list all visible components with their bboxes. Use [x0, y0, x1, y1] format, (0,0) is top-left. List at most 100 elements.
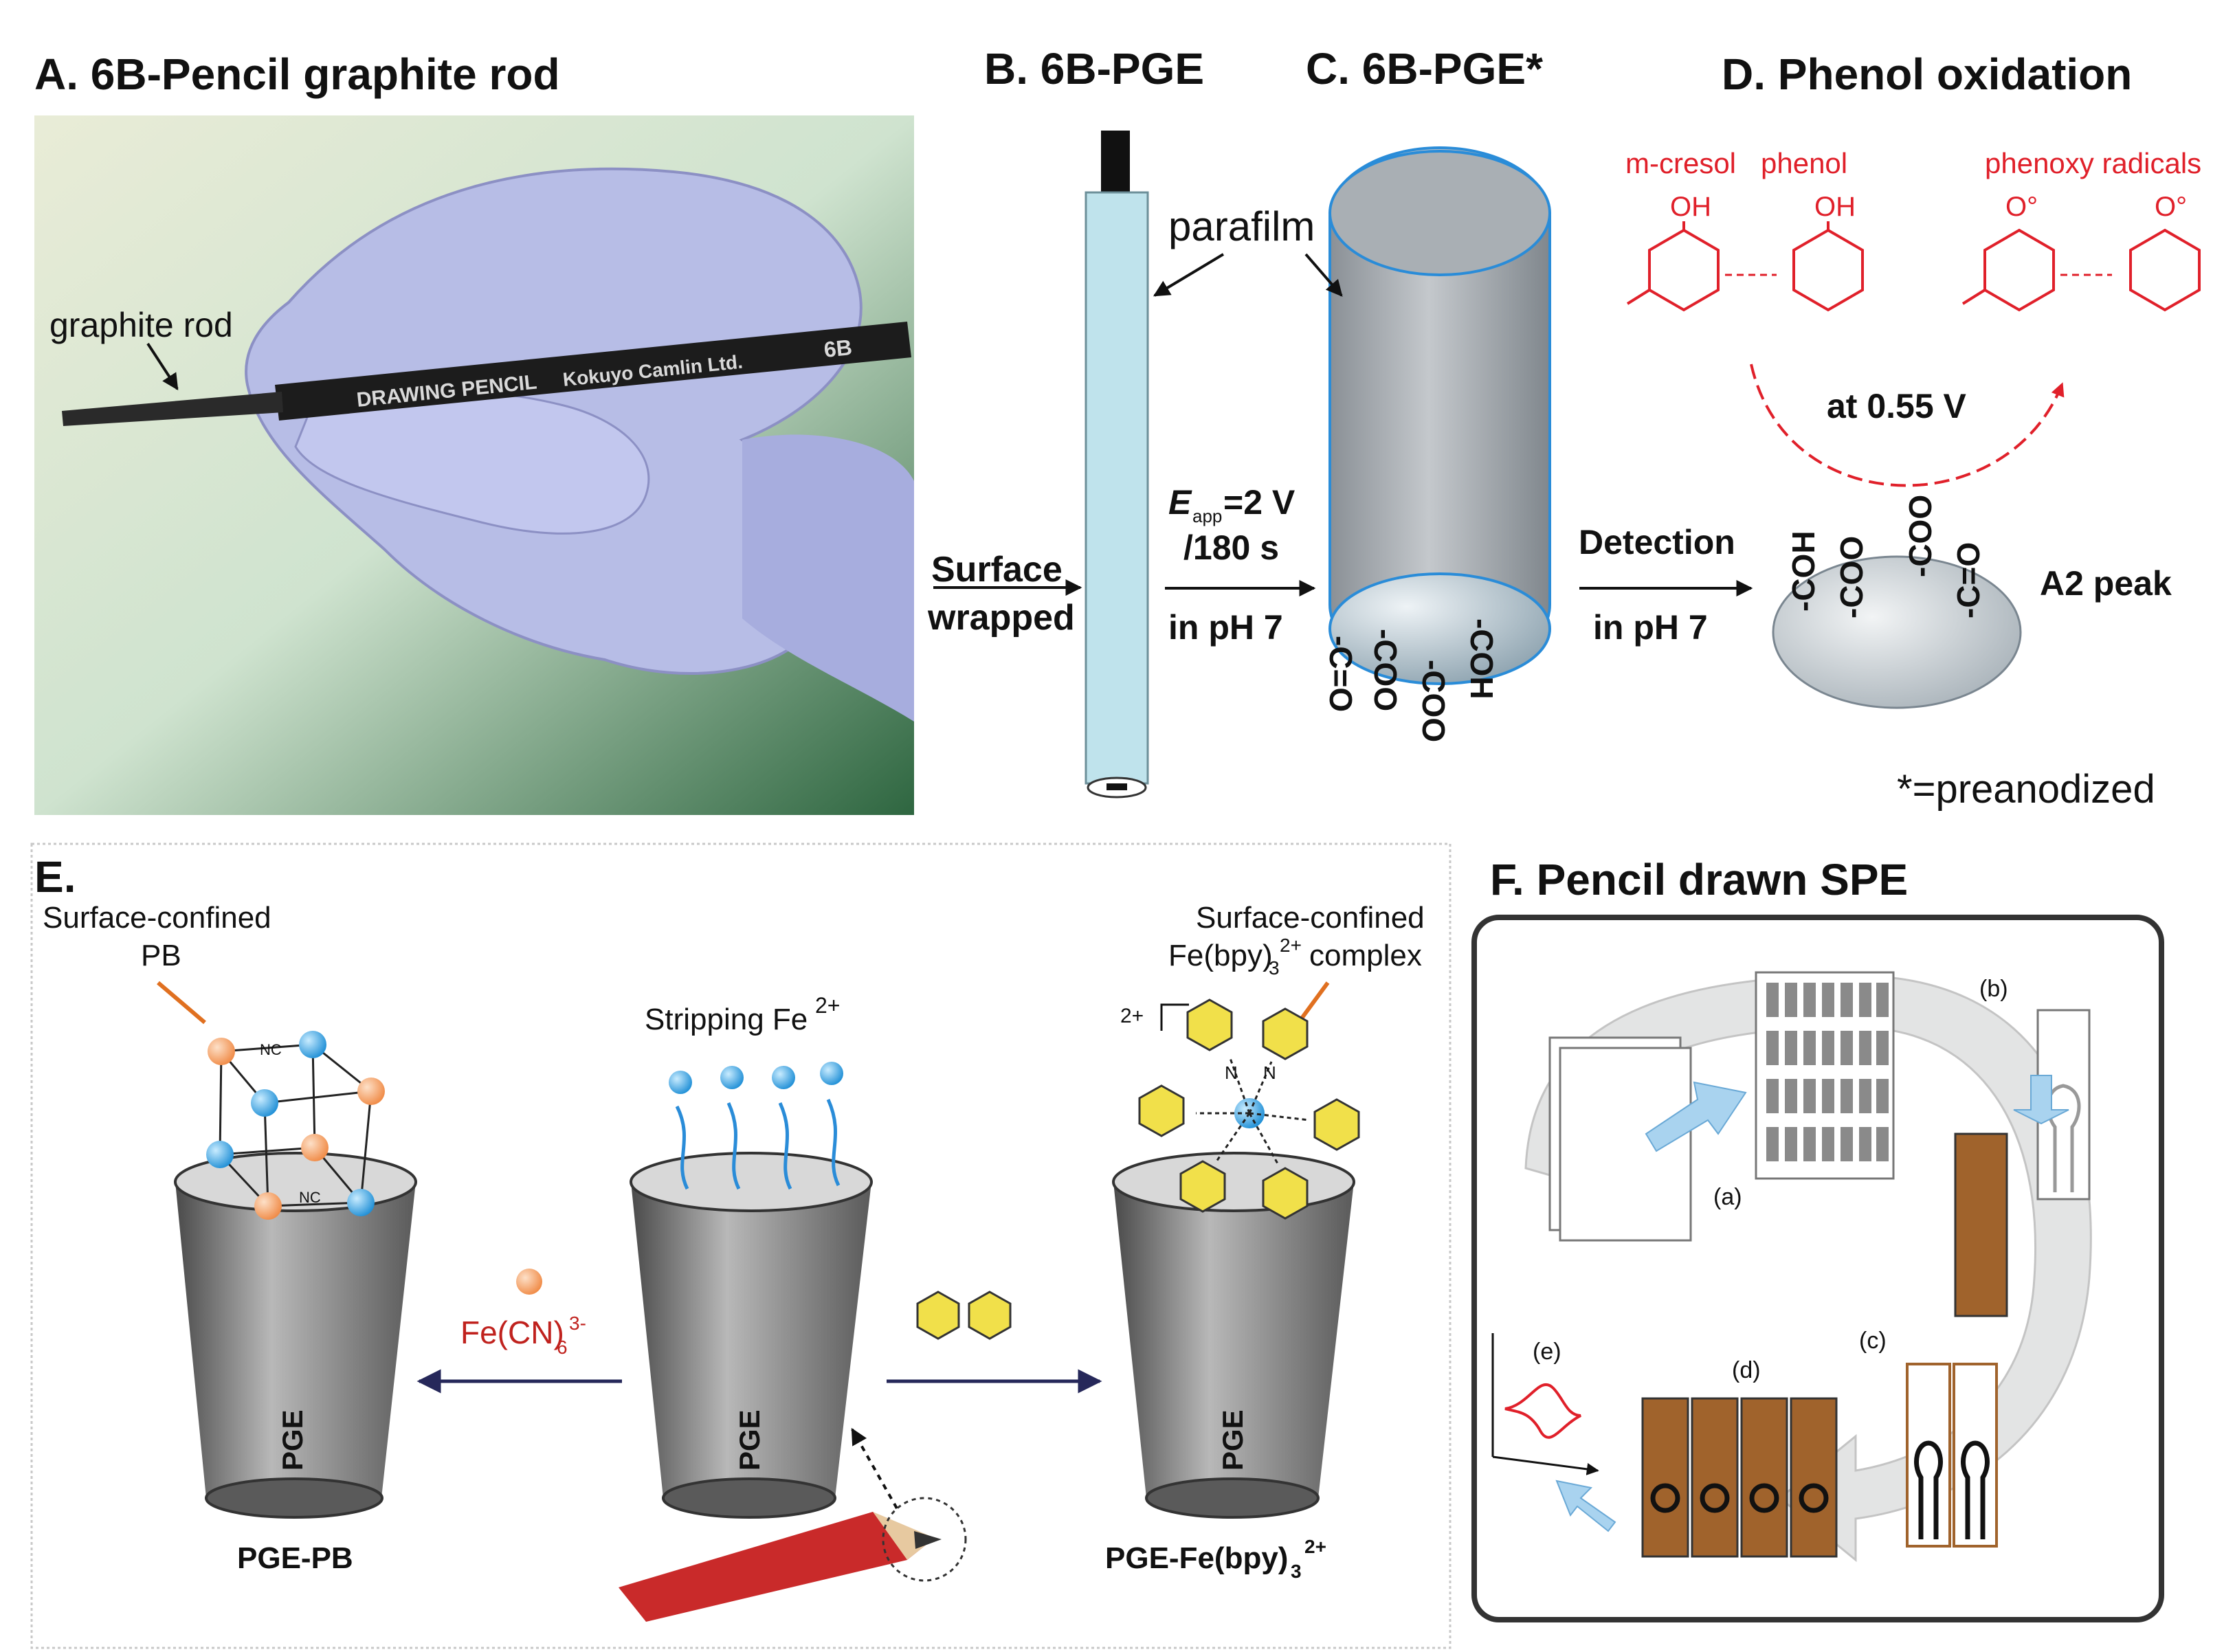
ferricyanide-sup: 3- — [569, 1313, 586, 1334]
panel-b-title: B. 6B-PGE — [984, 44, 1204, 93]
step-c-label: (c) — [1859, 1328, 1887, 1354]
spe-array-dot-1 — [1650, 1483, 1680, 1513]
panel-f-title: F. Pencil drawn SPE — [1490, 855, 1908, 904]
pb-edge-6 — [267, 1201, 362, 1207]
eapp-symbol: E — [1168, 483, 1192, 522]
pb-edge-11 — [219, 1146, 315, 1156]
spe-array-dot-2 — [1700, 1483, 1730, 1513]
pge-complex-label: PGE-Fe(bpy) — [1105, 1541, 1288, 1575]
panel-f: F. Pencil drawn SPE (a) (b) (c) (d) — [1471, 855, 2164, 1622]
complex-n-2: N — [1263, 1062, 1276, 1083]
complex-ring-5 — [1179, 1160, 1226, 1213]
cup-left-base — [205, 1477, 383, 1519]
radical-ring-2 — [2129, 228, 2201, 312]
group-d-coo-1: -COO — [1834, 536, 1869, 618]
arrow-a — [1645, 1081, 1747, 1152]
cup-right — [1113, 1182, 1354, 1498]
pb-edge-4 — [359, 1091, 372, 1203]
pb-orange-1 — [208, 1038, 235, 1065]
ferricyanide-label: Fe(CN) — [460, 1315, 564, 1350]
spe-array-1 — [1641, 1397, 1689, 1558]
ph-label-c: in pH 7 — [1168, 608, 1283, 647]
pb-nc-2: NC — [299, 1189, 321, 1206]
duration-label: /180 s — [1183, 528, 1279, 567]
eapp-subscript: app — [1192, 506, 1222, 526]
cylinder-bottom-face — [1328, 572, 1551, 685]
pge-pb-label: PGE-PB — [237, 1541, 353, 1575]
parafilm-label: parafilm — [1168, 203, 1315, 249]
complex-ring-6 — [1262, 1167, 1309, 1220]
pb-blue-1 — [299, 1031, 326, 1058]
pb-pointer — [157, 981, 206, 1025]
mcresol-label: m-cresol — [1625, 147, 1736, 179]
surface-label: Surface — [931, 550, 1063, 590]
group-d-coo-2: -COO — [1902, 495, 1938, 577]
pb-orange-2 — [357, 1078, 385, 1105]
mcresol-methyl — [1626, 289, 1651, 305]
step-d-label: (d) — [1732, 1357, 1761, 1383]
complex-charge: 2+ — [1120, 1005, 1144, 1027]
complex-suffix: complex — [1309, 939, 1422, 972]
pge-complex-sub: 3 — [1291, 1561, 1302, 1582]
pencil-photo-lead — [914, 1531, 942, 1549]
stripping-sup: 2+ — [815, 993, 840, 1018]
complex-ring-2 — [1262, 1007, 1309, 1060]
spe-array-4 — [1790, 1397, 1838, 1558]
stencil-grid — [1766, 983, 1889, 1161]
fe-arrow-2 — [726, 1102, 741, 1190]
fe-arrow-4 — [826, 1098, 841, 1187]
group-c-coo-2: -COO — [1416, 660, 1452, 742]
pb-blue-2 — [251, 1089, 278, 1117]
pencil-grade: 6B — [823, 335, 853, 362]
pge-rod-wrapped — [1085, 191, 1149, 785]
phenol-label: phenol — [1761, 147, 1847, 179]
a2-peak-label: A2 peak — [2040, 564, 2172, 603]
pb-orange-3 — [301, 1134, 329, 1161]
panel-e-frame — [30, 842, 1452, 1649]
parafilm-pointer-b — [1153, 253, 1225, 297]
group-d-coh: -COH — [1786, 531, 1821, 612]
radical-phenol: O° — [2155, 192, 2187, 222]
panel-e: E. Surface-confined PB PGE NC NC PGE-PB — [30, 842, 1452, 1649]
cup-right-rim — [1112, 1152, 1355, 1212]
fe-arrow-1 — [675, 1105, 689, 1190]
cup-middle-base — [662, 1477, 836, 1519]
complex-sub: 3 — [1269, 957, 1280, 979]
phenol-ring — [1792, 228, 1864, 312]
fe-ion-3 — [772, 1066, 795, 1089]
pb-edge-8 — [263, 1102, 269, 1207]
group-c-coh: -COH — [1464, 618, 1500, 700]
complex-ring-4 — [1313, 1098, 1360, 1151]
graphite-rod-pointer — [146, 342, 179, 391]
cup-right-pge: PGE — [1216, 1409, 1249, 1471]
panel-e-title: E. — [34, 852, 76, 902]
pge-complex-sup: 2+ — [1304, 1536, 1326, 1557]
panel-d: D. Phenol oxidation m-cresol phenol phen… — [1579, 49, 2201, 812]
glove-cuff — [742, 434, 914, 722]
pge-cap — [1101, 131, 1130, 192]
panel-d-title: D. Phenol oxidation — [1722, 49, 2132, 99]
fe-ion-2 — [720, 1066, 744, 1089]
panel-c-title: C. 6B-PGE* — [1306, 44, 1543, 93]
pencil-body — [275, 322, 911, 421]
fe-arrow-3 — [778, 1102, 792, 1190]
bpy-ring-2 — [968, 1291, 1012, 1340]
cup-middle-rim — [630, 1152, 873, 1212]
complex-ring-1 — [1186, 998, 1233, 1051]
pb-blue-4 — [347, 1189, 375, 1216]
pencil-photo-wood — [873, 1512, 935, 1560]
panel-c: C. 6B-PGE* parafilm E app =2 V /180 s in… — [1153, 44, 1551, 742]
pencil-photo — [619, 1512, 935, 1622]
pb-edge-1 — [221, 1043, 313, 1053]
step-e-label: (e) — [1533, 1339, 1561, 1365]
mcresol-ring — [1648, 228, 1720, 312]
spe-array-2 — [1691, 1397, 1739, 1558]
electrode-surface — [1772, 555, 2022, 709]
wrapped-label: wrapped — [927, 598, 1075, 638]
pb-label-1: Surface-confined — [43, 901, 271, 935]
pb-orange-4 — [254, 1192, 282, 1220]
drawn-pattern-c2 — [1961, 1440, 1990, 1539]
spe-array-dot-3 — [1749, 1483, 1779, 1513]
drawn-electrode-c2 — [1953, 1363, 1998, 1548]
